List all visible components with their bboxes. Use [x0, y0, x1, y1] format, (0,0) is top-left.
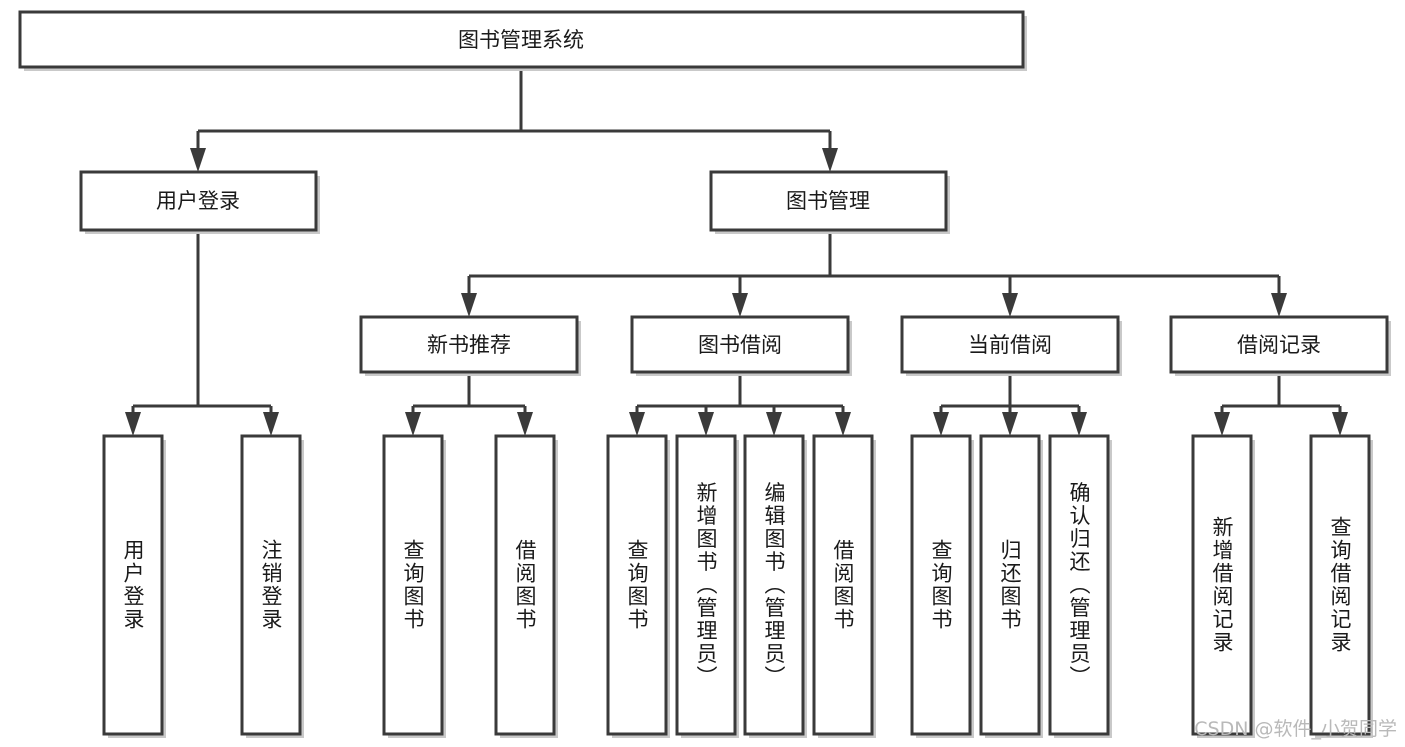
arrow-to-leaf-add-book [698, 412, 714, 436]
root-box [18, 10, 1025, 69]
node-leaf-edit-book[interactable]: 编辑图书（管理员） [743, 434, 807, 738]
user-login-box [79, 170, 318, 232]
leaf-borrow-book-2-label: 借阅图书 [831, 539, 855, 631]
node-book-manage[interactable]: 图书管理 [709, 170, 950, 234]
arrow-to-current-borrow [1002, 293, 1018, 317]
current-borrow-label: 当前借阅 [968, 333, 1052, 357]
leaf-query-record-label: 查询借阅记录 [1328, 516, 1352, 654]
leaf-query-record-box [1309, 434, 1371, 736]
arrow-to-leaf-query-record [1332, 412, 1348, 436]
node-leaf-borrow-book-2[interactable]: 借阅图书 [812, 434, 876, 738]
node-borrow-record[interactable]: 借阅记录 [1169, 315, 1391, 376]
leaf-borrow-book-1-label: 借阅图书 [513, 539, 537, 631]
leaf-add-record-label: 新增借阅记录 [1210, 516, 1234, 654]
node-leaf-return-book[interactable]: 归还图书 [979, 434, 1043, 738]
leaf-borrow-book-1-box [494, 434, 556, 736]
leaf-add-book-label: 新增图书（管理员） [694, 482, 718, 689]
leaf-edit-book-box [743, 434, 805, 736]
arrow-to-leaf-borrow-book-1 [517, 412, 533, 436]
borrow-record-label: 借阅记录 [1237, 333, 1321, 357]
leaf-logout-label: 注销登录 [259, 539, 283, 631]
leaf-query-book-1-box [382, 434, 444, 736]
leaf-add-record-box [1191, 434, 1253, 736]
node-leaf-confirm-return[interactable]: 确认归还（管理员） [1048, 434, 1112, 738]
leaf-query-book-3-box [910, 434, 972, 736]
leaf-user-login-box [102, 434, 164, 736]
leaf-logout-box [240, 434, 302, 736]
node-leaf-query-record[interactable]: 查询借阅记录 [1309, 434, 1373, 738]
leaf-return-book-box [979, 434, 1041, 736]
arrow-to-leaf-return-book [1002, 412, 1018, 436]
leaf-confirm-return-label: 确认归还（管理员） [1067, 482, 1091, 689]
arrow-to-leaf-add-record [1214, 412, 1230, 436]
arrow-to-leaf-query-book-1 [405, 412, 421, 436]
arrow-to-new-book-recommend [461, 293, 477, 317]
current-borrow-box [900, 315, 1120, 374]
book-borrow-label: 图书借阅 [698, 333, 782, 357]
connector-layer [125, 68, 1348, 436]
leaf-query-book-2-box [606, 434, 668, 736]
new-book-recommend-label: 新书推荐 [427, 333, 511, 357]
arrow-to-leaf-borrow-book-2 [835, 412, 851, 436]
node-leaf-query-book-1[interactable]: 查询图书 [382, 434, 446, 738]
node-leaf-query-book-3[interactable]: 查询图书 [910, 434, 974, 738]
book-borrow-box [630, 315, 850, 374]
node-leaf-add-record[interactable]: 新增借阅记录 [1191, 434, 1255, 738]
arrow-to-leaf-edit-book [766, 412, 782, 436]
node-leaf-logout[interactable]: 注销登录 [240, 434, 304, 738]
leaf-user-login-label: 用户登录 [121, 539, 145, 631]
node-root[interactable]: 图书管理系统 [18, 10, 1027, 71]
arrow-to-borrow-record [1271, 293, 1287, 317]
node-leaf-add-book[interactable]: 新增图书（管理员） [675, 434, 739, 738]
node-current-borrow[interactable]: 当前借阅 [900, 315, 1122, 376]
leaf-confirm-return-box [1048, 434, 1110, 736]
leaf-borrow-book-2-box [812, 434, 874, 736]
book-manage-box [709, 170, 948, 232]
node-user-login[interactable]: 用户登录 [79, 170, 320, 234]
node-book-borrow[interactable]: 图书借阅 [630, 315, 852, 376]
user-login-label: 用户登录 [156, 189, 240, 213]
leaf-query-book-2-label: 查询图书 [625, 539, 649, 631]
node-leaf-query-book-2[interactable]: 查询图书 [606, 434, 670, 738]
book-manage-label: 图书管理 [786, 189, 870, 213]
arrow-to-leaf-user-login [125, 412, 141, 436]
leaf-query-book-1-label: 查询图书 [401, 539, 425, 631]
arrow-to-leaf-confirm-return [1071, 412, 1087, 436]
arrow-to-book-manage [822, 148, 838, 172]
arrow-to-leaf-query-book-2 [629, 412, 645, 436]
node-leaf-user-login[interactable]: 用户登录 [102, 434, 166, 738]
leaf-edit-book-label: 编辑图书（管理员） [762, 482, 786, 689]
leaf-return-book-label: 归还图书 [998, 539, 1022, 631]
root-label: 图书管理系统 [458, 28, 584, 52]
borrow-record-box [1169, 315, 1389, 374]
leaf-query-book-3-label: 查询图书 [929, 539, 953, 631]
node-leaf-borrow-book-1[interactable]: 借阅图书 [494, 434, 558, 738]
arrow-to-leaf-query-book-3 [933, 412, 949, 436]
arrow-to-leaf-logout [263, 412, 279, 436]
arrow-to-book-borrow [732, 293, 748, 317]
arrow-to-user-login [190, 148, 206, 172]
new-book-recommend-box [359, 315, 579, 374]
leaf-add-book-box [675, 434, 737, 736]
node-new-book-recommend[interactable]: 新书推荐 [359, 315, 581, 376]
